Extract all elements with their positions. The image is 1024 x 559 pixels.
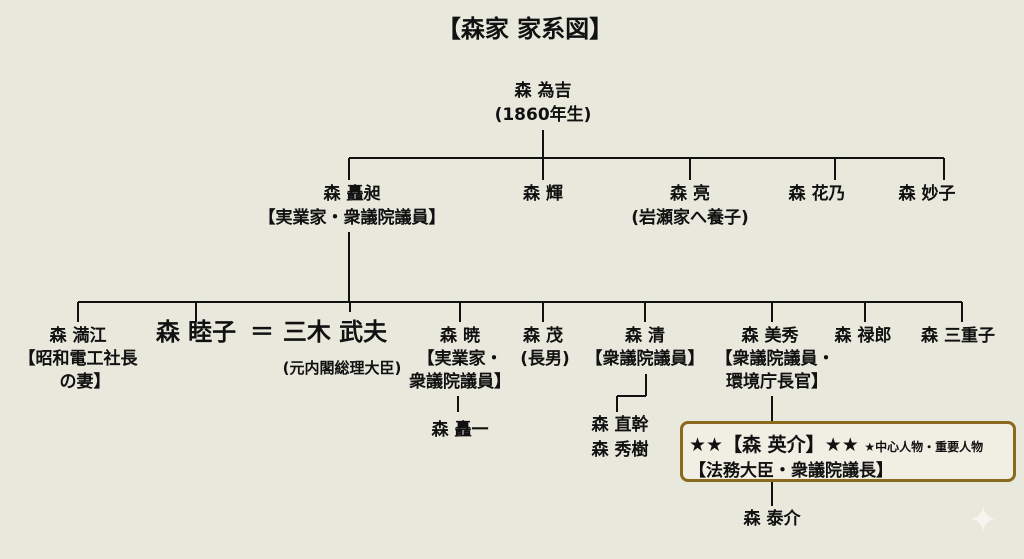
person-hanano: 森 花乃 (788, 184, 846, 204)
person-miki-takeo: 三木 武夫 (282, 318, 388, 346)
person-rokuro: 森 禄郎 (834, 326, 892, 346)
person-nobukazu: 森 矗一 (431, 420, 489, 440)
featured-person-box: ★★【森 英介】★★ ★中心人物・重要人物 【法務大臣・衆議院議長】 (680, 421, 1016, 482)
sparkle-icon: ✦ (968, 500, 999, 541)
person-ryo: 森 亮 (670, 184, 710, 204)
person-shigeru-note: (長男) (520, 349, 570, 369)
marriage-symbol: ＝ (250, 318, 274, 346)
person-yoshihide-note2: 環境庁長官】 (726, 372, 828, 392)
person-nobuteru-note: 【実業家・衆議院議員】 (258, 208, 446, 228)
person-teru: 森 輝 (523, 184, 563, 204)
person-mutsuko: 森 睦子 (155, 318, 237, 346)
person-mitsue-note2: の妻】 (59, 372, 111, 392)
person-hideki: 森 秀樹 (591, 440, 649, 460)
person-kiyoshi-note: 【衆議院議員】 (585, 349, 705, 369)
person-taeko: 森 妙子 (898, 184, 956, 204)
person-akira-note2: 衆議院議員】 (409, 372, 511, 392)
person-ryo-note: (岩瀬家へ養子) (631, 208, 749, 228)
person-kiyoshi: 森 清 (625, 326, 665, 346)
diagram-title: 【森家 家系図】 (436, 15, 614, 43)
person-eisuke-note: 【法務大臣・衆議院議長】 (689, 461, 893, 481)
person-shigeru: 森 茂 (523, 326, 563, 346)
person-mieko: 森 三重子 (921, 326, 995, 346)
person-akira: 森 暁 (440, 326, 480, 346)
person-miki-note: (元内閣総理大臣) (282, 359, 402, 377)
person-yoshihide: 森 美秀 (741, 326, 799, 346)
person-eisuke: ★★【森 英介】★★ (689, 434, 859, 456)
person-yoshihide-note: 【衆議院議員・ (715, 349, 835, 369)
person-tamekichi-note: (1860年生) (494, 105, 592, 125)
person-mitsue-note: 【昭和電工社長 (18, 349, 138, 369)
person-mitsue: 森 満江 (49, 326, 107, 346)
person-akira-note: 【実業家・ (417, 349, 503, 369)
person-naomoto: 森 直幹 (591, 415, 649, 435)
legend-key-person: ★中心人物・重要人物 (864, 440, 984, 454)
person-tamekichi: 森 為吉 (514, 81, 572, 101)
person-nobuteru: 森 矗昶 (323, 184, 381, 204)
person-taisuke: 森 泰介 (743, 509, 801, 529)
